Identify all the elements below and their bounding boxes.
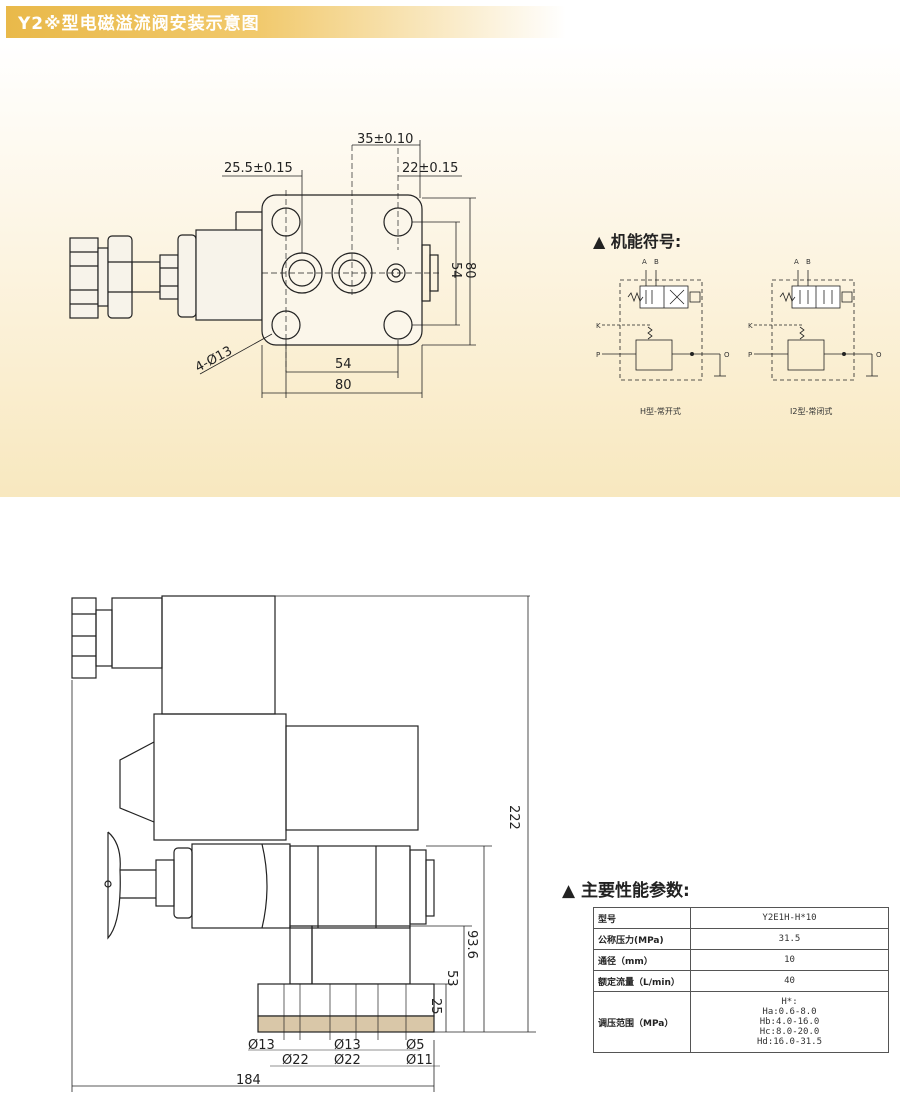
dim-93-6: 93.6: [464, 930, 479, 959]
handwheel-knob: [69, 237, 99, 319]
dim-22: 22±0.15: [402, 161, 458, 176]
dim-bore-13-mid: Ø13: [334, 1038, 361, 1053]
side-handwheel: [107, 831, 121, 940]
dim-54-vertical: 54: [448, 262, 463, 279]
dim-222: 222: [506, 805, 521, 830]
title-bar: Y2※型电磁溢流阀安装示意图: [6, 6, 566, 38]
sym-h-port-o: O: [724, 351, 730, 359]
pressure-adjuster: [191, 843, 291, 929]
handwheel-grip: [107, 235, 133, 319]
symbol-i2-caption: I2型-常闭式: [790, 407, 833, 416]
base-plate: [257, 983, 435, 1017]
port-x: [386, 263, 406, 283]
dim-80-horizontal: 80: [335, 378, 352, 393]
solenoid-coil-upper: [161, 595, 276, 715]
spec-value: 10: [690, 949, 889, 971]
sym-h-port-k: K: [596, 322, 601, 330]
connector-nut: [71, 597, 97, 679]
dim-bore-22-mid: Ø22: [334, 1053, 361, 1068]
spec-value: Y2E1H-H*10: [690, 907, 889, 929]
dim-80-vertical: 80: [462, 262, 477, 279]
spec-label: 型号: [593, 907, 691, 929]
sym-h-port-a: A: [642, 258, 647, 266]
table-row: 公称压力(MPa) 31.5: [593, 928, 889, 950]
page-title: Y2※型电磁溢流阀安装示意图: [18, 14, 260, 34]
symbol-h-caption: H型-常开式: [640, 407, 681, 416]
dim-bore-22-left: Ø22: [282, 1053, 309, 1068]
sym-i2-port-b: B: [806, 258, 811, 266]
specs-heading: ▲ 主要性能参数:: [562, 881, 690, 901]
sym-i2-port-p: P: [748, 351, 752, 359]
sym-h-port-p: P: [596, 351, 600, 359]
solenoid-cap: [119, 741, 155, 823]
table-row: 型号 Y2E1H-H*10: [593, 907, 889, 929]
dim-184: 184: [236, 1073, 261, 1088]
sym-i2-port-o: O: [876, 351, 882, 359]
valve-body: [285, 725, 419, 831]
dim-35: 35±0.10: [357, 132, 413, 147]
side-view-drawing: 222 93.6 53 25 Ø13 Ø22 Ø13 Ø22 Ø5 Ø11 18…: [71, 595, 536, 1092]
base-plate-section: [257, 1015, 435, 1033]
solenoid-coil-lower: [153, 713, 287, 841]
top-section-background: [0, 42, 900, 497]
top-view-drawing: 35±0.10 25.5±0.15 22±0.15 54 80 54 80 4-…: [69, 132, 477, 398]
dim-25: 25: [428, 998, 443, 1015]
sym-i2-port-a: A: [794, 258, 799, 266]
symbol-h-type: A B K P O: [596, 258, 730, 381]
dim-54-horizontal: 54: [335, 357, 352, 372]
valve-body-side: [195, 229, 263, 321]
spec-label: 额定流量（L/min）: [593, 970, 691, 992]
dim-holes: 4-Ø13: [193, 344, 235, 376]
spec-label: 通径（mm）: [593, 949, 691, 971]
dim-bore-13-left: Ø13: [248, 1038, 275, 1053]
dim-25-5: 25.5±0.15: [224, 161, 293, 176]
spec-value: H*: Ha:0.6-8.0 Hb:4.0-16.0 Hc:8.0-20.0 H…: [690, 991, 889, 1053]
spec-label: 公称压力(MPa): [593, 928, 691, 950]
dim-bore-11: Ø11: [406, 1053, 433, 1068]
sym-i2-port-k: K: [748, 322, 753, 330]
table-row: 调压范围（MPa） H*: Ha:0.6-8.0 Hb:4.0-16.0 Hc:…: [593, 991, 889, 1053]
spec-value: 40: [690, 970, 889, 992]
spec-value: 31.5: [690, 928, 889, 950]
table-row: 通径（mm） 10: [593, 949, 889, 971]
symbol-i2-type: A B K P O: [748, 258, 882, 381]
dim-bore-5: Ø5: [406, 1038, 425, 1053]
spec-label: 调压范围（MPa）: [593, 991, 691, 1053]
spec-table: 型号 Y2E1H-H*10 公称压力(MPa) 31.5 通径（mm） 10 额…: [593, 907, 889, 1053]
sym-h-port-b: B: [654, 258, 659, 266]
symbols-heading: ▲ 机能符号:: [593, 232, 682, 251]
dim-53: 53: [444, 970, 459, 987]
table-row: 额定流量（L/min） 40: [593, 970, 889, 992]
